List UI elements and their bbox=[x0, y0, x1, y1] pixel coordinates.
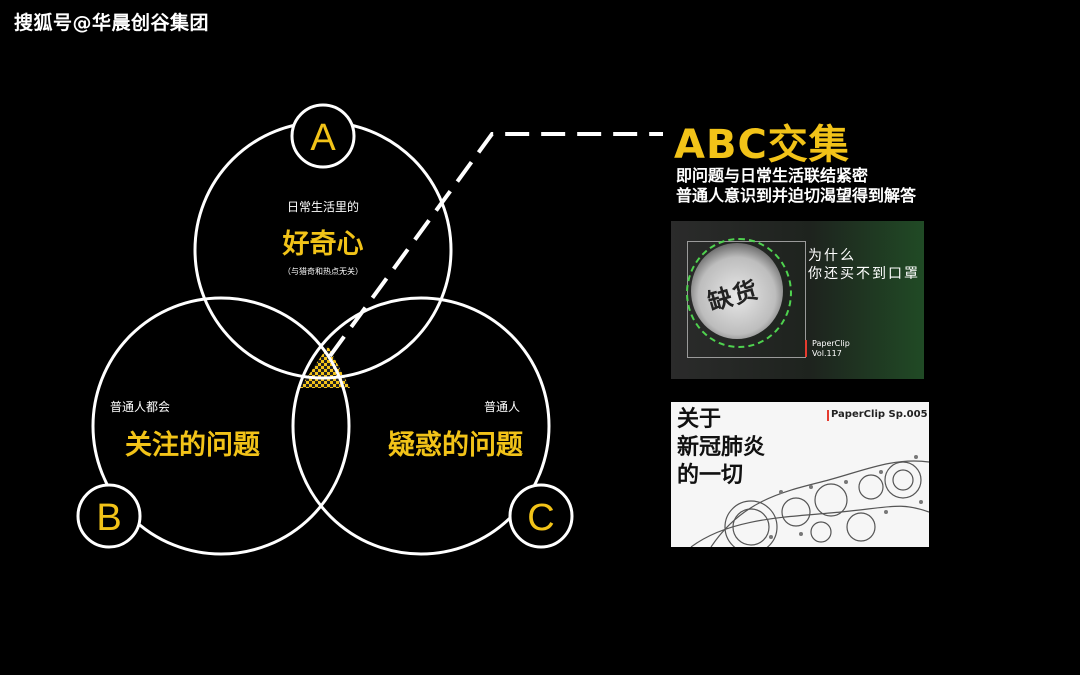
card2-title-line-1: 关于 bbox=[677, 406, 722, 432]
mask-shortage-card: 缺货 为什么 你还买不到口罩 PaperClip Vol.117 bbox=[671, 221, 924, 379]
circle-a-subtitle: 日常生活里的 bbox=[286, 200, 359, 214]
circle-a-note: （与猎奇和热点无关） bbox=[283, 267, 363, 276]
badge-b-letter: B bbox=[96, 497, 121, 539]
card2-tag: PaperClip Sp.005 bbox=[831, 409, 928, 420]
badge-a bbox=[290, 103, 356, 169]
card1-title-line-2: 你还买不到口罩 bbox=[808, 266, 920, 282]
badge-b bbox=[76, 483, 142, 549]
badge-c-letter: C bbox=[527, 497, 554, 539]
virus-illustration bbox=[690, 455, 929, 547]
circle-c-subtitle: 普通人 bbox=[483, 400, 520, 414]
card2-accent-bar bbox=[827, 410, 829, 421]
circle-a-title: 好奇心 bbox=[282, 229, 364, 260]
card1-volume: Vol.117 bbox=[812, 349, 842, 358]
circle-b bbox=[91, 296, 351, 556]
card1-title-line-1: 为什么 bbox=[808, 248, 856, 264]
callout-line-1: 即问题与日常生活联结紧密 bbox=[676, 166, 869, 185]
covid-card: 关于 新冠肺炎 的一切 PaperClip Sp.005 bbox=[671, 402, 929, 547]
badge-a-letter: A bbox=[310, 117, 336, 159]
badge-c bbox=[508, 483, 574, 549]
leader-line bbox=[328, 132, 663, 358]
stamp-ring bbox=[686, 238, 792, 348]
card2-title-line-2: 新冠肺炎 bbox=[677, 434, 766, 460]
watermark: 搜狐号@华晨创谷集团 bbox=[14, 12, 210, 34]
callout-line-2: 普通人意识到并迫切渴望得到解答 bbox=[676, 186, 917, 205]
circle-c bbox=[291, 296, 551, 556]
circle-c-title: 疑惑的问题 bbox=[388, 430, 523, 461]
circle-b-subtitle: 普通人都会 bbox=[110, 400, 171, 414]
circle-b-title: 关注的问题 bbox=[125, 430, 260, 461]
card2-title-line-3: 的一切 bbox=[677, 462, 744, 488]
card1-brand: PaperClip bbox=[812, 339, 850, 348]
card1-accent-bar bbox=[805, 340, 807, 357]
callout-title: ABC交集 bbox=[674, 122, 850, 168]
